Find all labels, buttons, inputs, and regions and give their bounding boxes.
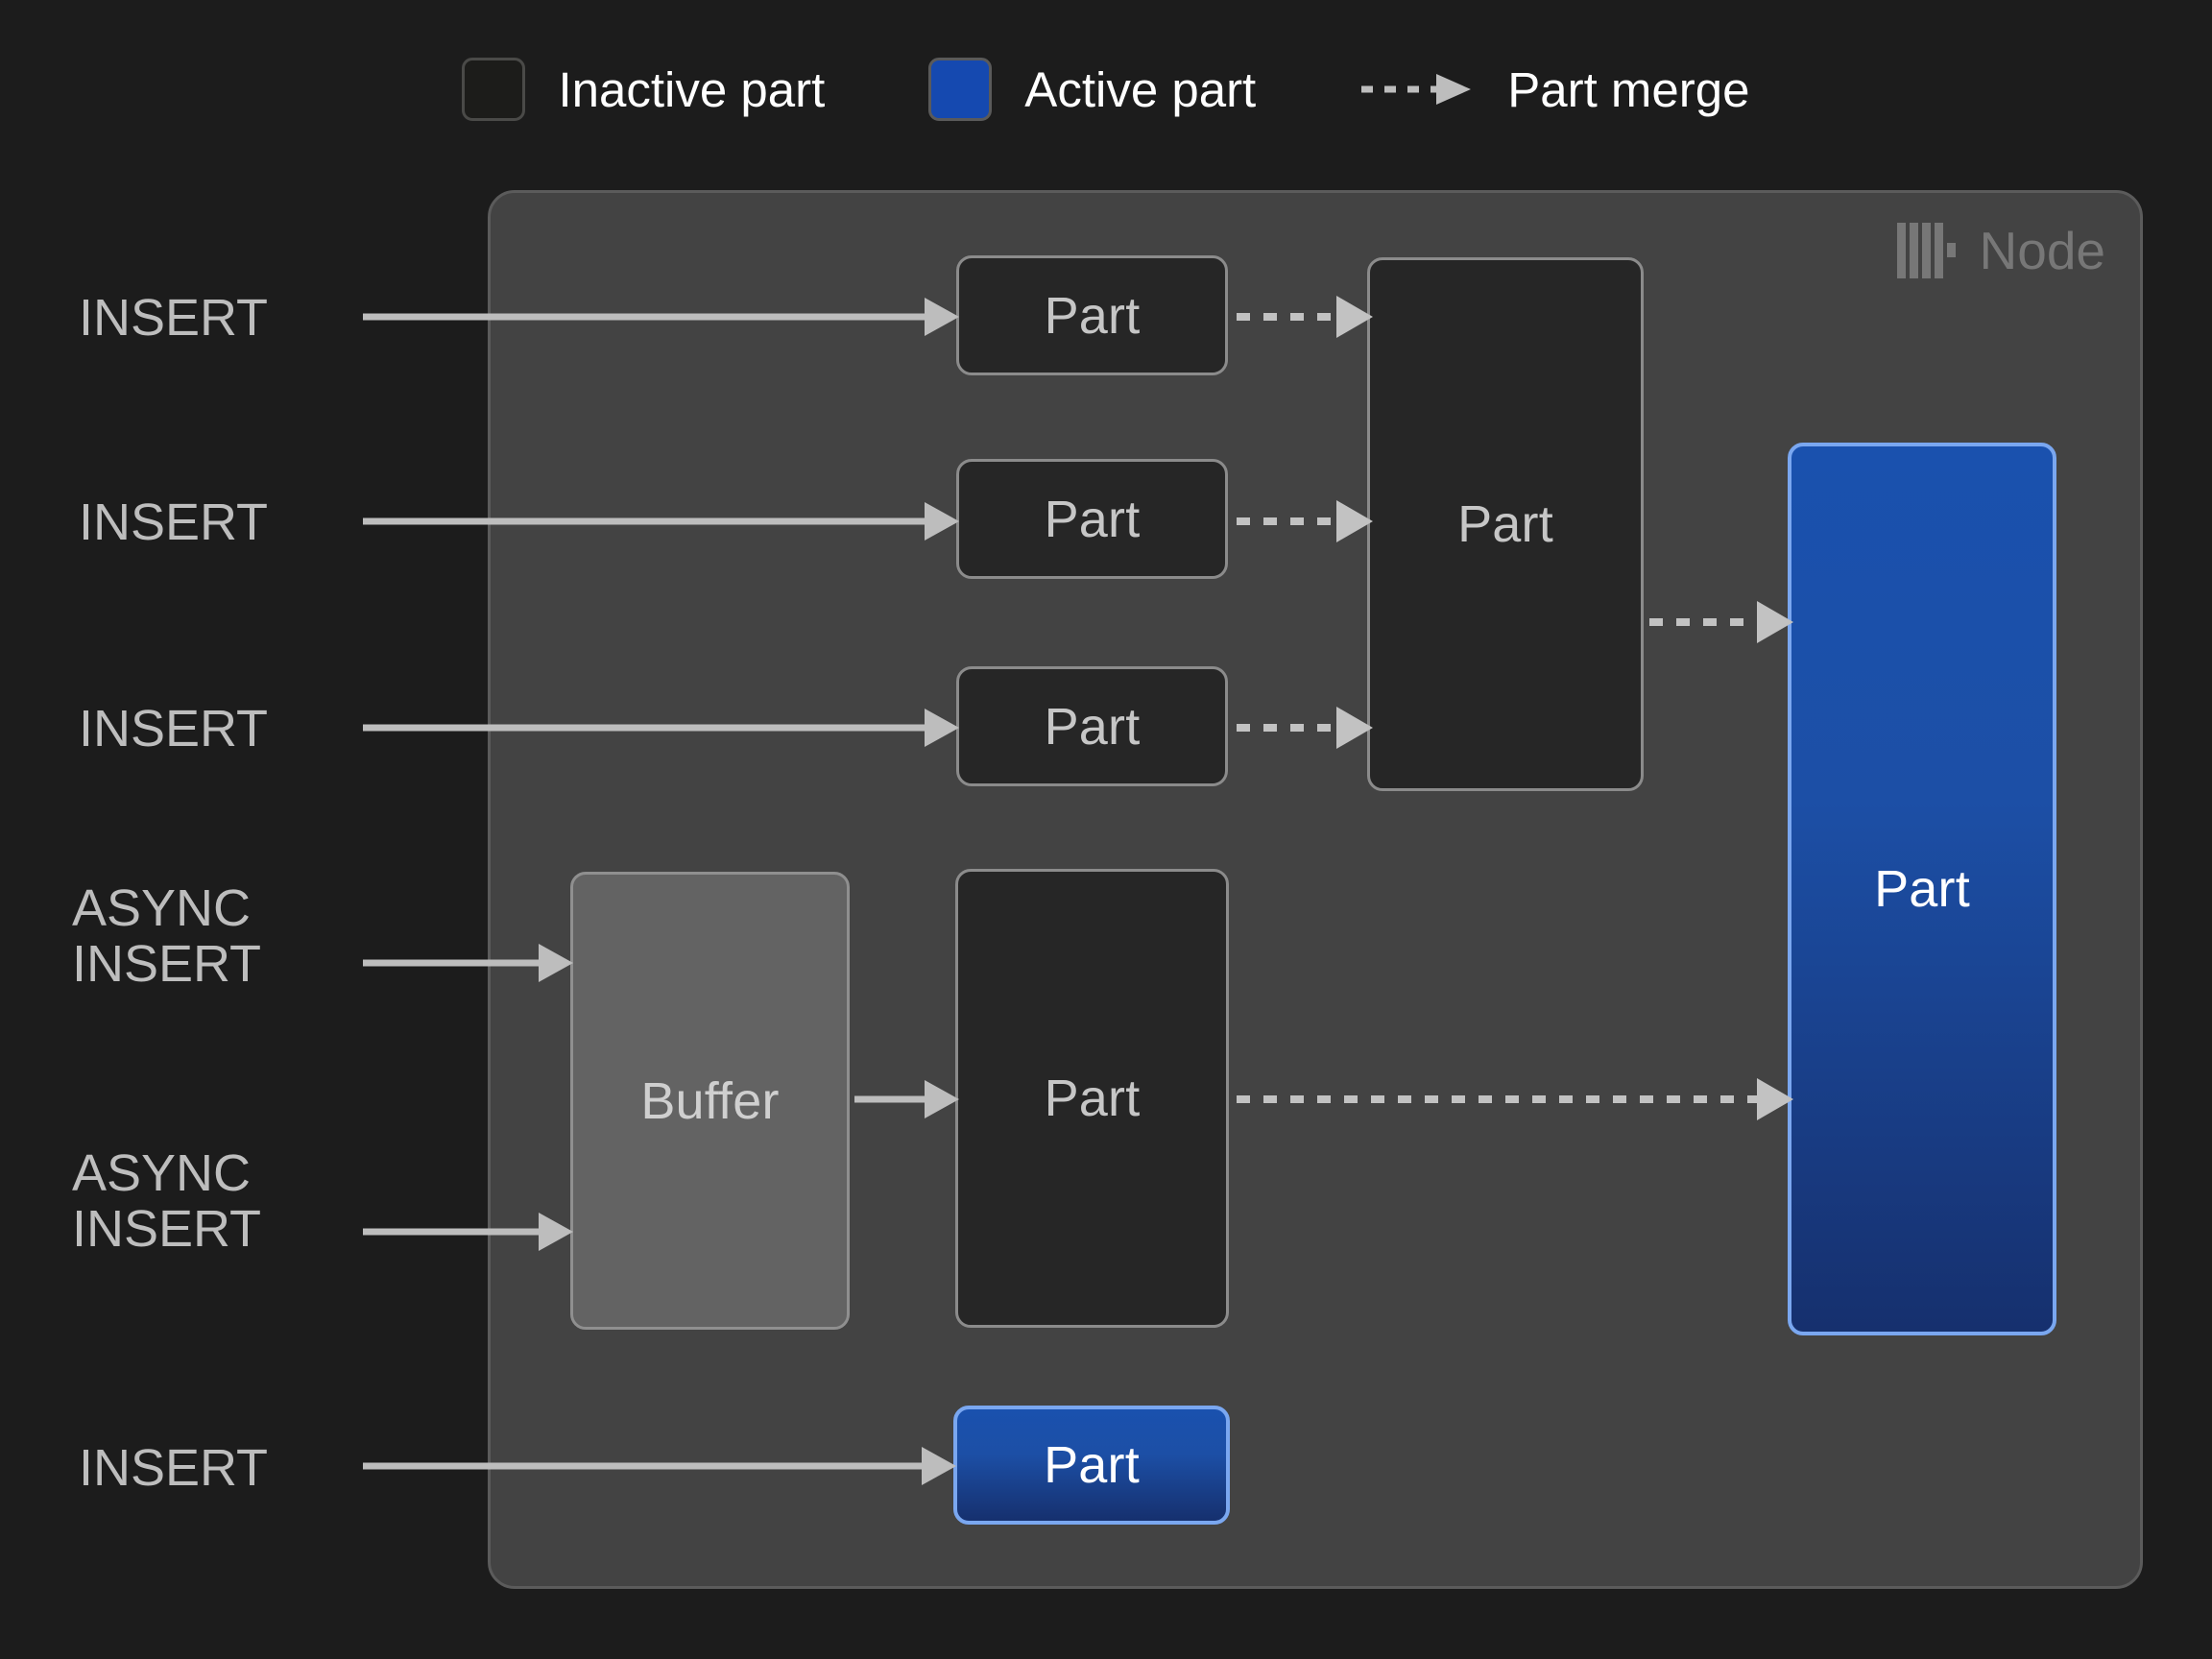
- part-box-insert-1[interactable]: Part: [956, 255, 1228, 375]
- part-box-label: Part: [1044, 490, 1141, 548]
- legend-label-active-part: Active part: [1024, 61, 1257, 117]
- source-label-insert-2: INSERT: [79, 493, 269, 551]
- clickhouse-logo-icon: [1896, 223, 1959, 278]
- part-box-label: Part: [1044, 697, 1141, 756]
- source-label-insert-3: INSERT: [79, 700, 269, 757]
- buffer-box-label: Buffer: [640, 1071, 780, 1130]
- part-box-label: Part: [1044, 286, 1141, 345]
- part-box-async[interactable]: Part: [955, 869, 1229, 1328]
- inactive-part-swatch-icon: [462, 58, 526, 121]
- part-box-label: Part: [1874, 860, 1970, 918]
- source-label-async-insert-2: ASYNC INSERT: [72, 1144, 262, 1259]
- part-box-insert-2[interactable]: Part: [956, 459, 1228, 579]
- dashed-arrow-icon: [1359, 70, 1475, 108]
- part-box-label: Part: [1044, 1070, 1141, 1127]
- part-box-label: Part: [1044, 1436, 1140, 1494]
- source-label-insert-1: INSERT: [79, 289, 269, 347]
- part-box-active-large[interactable]: Part: [1788, 443, 2056, 1335]
- part-box-insert-3[interactable]: Part: [956, 666, 1228, 786]
- source-label-insert-4: INSERT: [79, 1439, 269, 1497]
- node-badge: Node: [1896, 212, 2105, 289]
- source-label-async-insert-1: ASYNC INSERT: [72, 879, 262, 994]
- buffer-box[interactable]: Buffer: [570, 872, 850, 1330]
- legend-label-inactive-part: Inactive part: [558, 61, 826, 117]
- part-box-label: Part: [1457, 495, 1553, 553]
- legend-item-inactive-part: Inactive part: [462, 46, 825, 132]
- legend-label-part-merge: Part merge: [1507, 61, 1750, 117]
- active-part-swatch-icon: [928, 58, 993, 121]
- legend: Inactive part Active part Part merge: [0, 46, 2212, 132]
- legend-item-part-merge: Part merge: [1359, 46, 1750, 132]
- legend-item-active-part: Active part: [928, 46, 1256, 132]
- part-box-active-small[interactable]: Part: [953, 1406, 1230, 1525]
- part-box-merged-small[interactable]: Part: [1367, 257, 1644, 791]
- node-label: Node: [1979, 220, 2105, 280]
